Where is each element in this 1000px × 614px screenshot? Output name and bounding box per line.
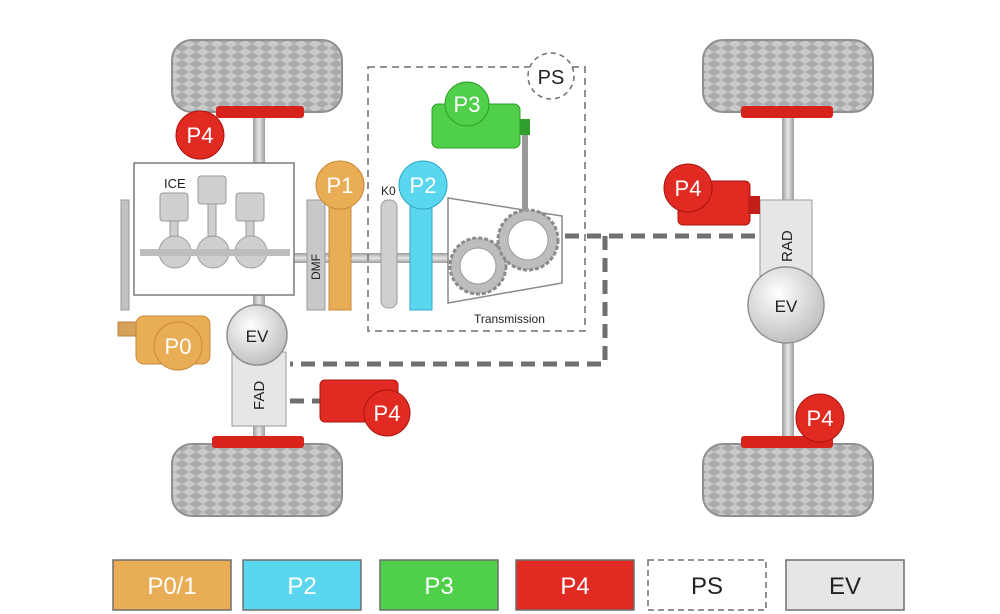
tire-rear-right	[702, 436, 874, 517]
dmf-label: DMF	[309, 254, 323, 280]
p1-motor: P1	[315, 160, 365, 311]
legend-swatch	[785, 559, 905, 611]
p2-label: P2	[410, 173, 437, 198]
p4-front-bottom-label: P4	[374, 401, 401, 426]
transmission: Transmission	[447, 197, 563, 326]
p4-rear-bottom-label: P4	[807, 406, 834, 431]
p0-belt-bar	[120, 199, 130, 311]
tire-front-left	[171, 39, 343, 118]
ps-box: PS	[367, 52, 586, 332]
dmf-damper: DMF	[306, 199, 326, 311]
p4-front-bottom: P4	[319, 379, 411, 437]
legend-label: P3	[424, 573, 453, 600]
rad-label: RAD	[779, 230, 796, 262]
legend-label: EV	[829, 573, 861, 600]
fad-label: FAD	[251, 381, 268, 410]
ice-engine: ICE	[133, 162, 295, 296]
k0-label: K0	[381, 184, 396, 198]
legend-item-p3: P3	[379, 559, 499, 611]
crankshaft-line	[290, 253, 450, 263]
p4-rear-top-label: P4	[675, 176, 702, 201]
p0-motor: P0	[117, 315, 211, 371]
ev-rear-motor: EV	[747, 266, 825, 344]
legend-item-p2: P2	[242, 559, 362, 611]
p3-motor: P3	[431, 81, 530, 211]
legend: P0/1 P2 P3 P4 PS EV	[112, 559, 905, 611]
legend-swatch	[379, 559, 499, 611]
legend-item-ps: PS	[647, 559, 767, 611]
legend-item-p4: P4	[515, 559, 635, 611]
legend-swatch	[515, 559, 635, 611]
legend-item-p0-1: P0/1	[112, 559, 232, 611]
ev-rear-label: EV	[775, 297, 798, 316]
p2-motor: P2	[398, 160, 448, 311]
legend-label: P4	[560, 573, 589, 600]
transmission-label: Transmission	[474, 312, 545, 326]
tire-front-right	[171, 436, 343, 517]
legend-swatch	[647, 559, 767, 611]
rad-unit: RAD	[759, 199, 813, 277]
ice-label: ICE	[164, 176, 186, 191]
p0-label: P0	[165, 334, 192, 359]
p4-front-top: P4	[175, 110, 225, 160]
dashed-connections	[290, 233, 760, 404]
p4-rear-top: P4	[663, 163, 760, 226]
ev-front-motor: EV	[226, 304, 288, 366]
p4-front-top-label: P4	[187, 123, 214, 148]
legend-swatch	[242, 559, 362, 611]
p4-rear-bottom: P4	[795, 393, 845, 443]
legend-item-ev: EV	[785, 559, 905, 611]
legend-swatch	[112, 559, 232, 611]
k0-clutch: K0	[380, 184, 398, 309]
legend-label: P2	[287, 573, 316, 600]
p1-label: P1	[327, 173, 354, 198]
p3-label: P3	[454, 92, 481, 117]
ps-label: PS	[538, 67, 565, 89]
legend-label: PS	[691, 573, 723, 600]
ev-front-label: EV	[246, 327, 269, 346]
tire-rear-left	[702, 39, 874, 118]
legend-label: P0/1	[147, 573, 196, 600]
